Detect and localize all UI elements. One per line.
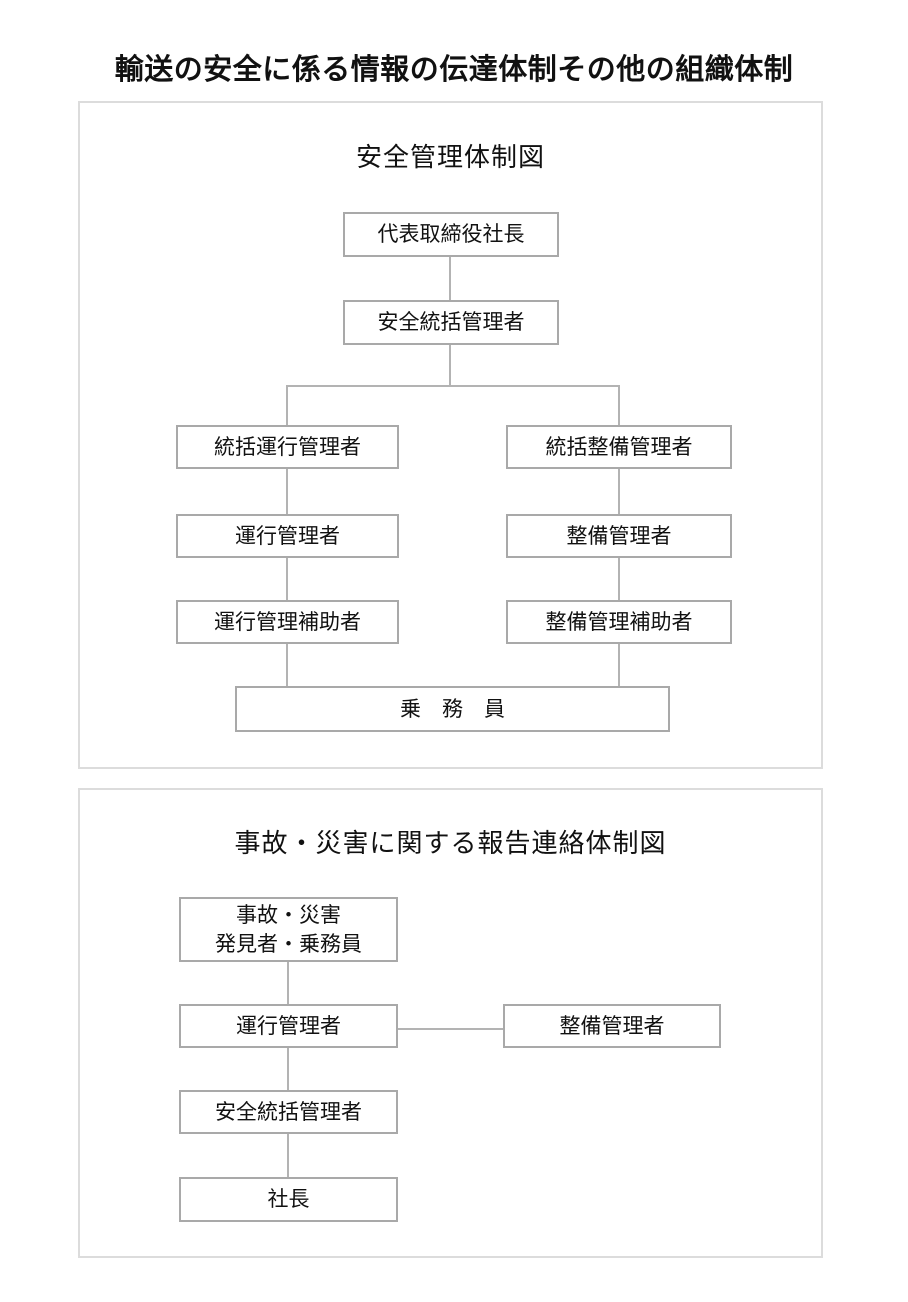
node-chief-operation-manager: 統括運行管理者 bbox=[176, 425, 399, 469]
node-safety-general-manager: 安全統括管理者 bbox=[343, 300, 559, 345]
node-president-label: 社長 bbox=[267, 1188, 310, 1211]
node-maintenance-manager: 整備管理者 bbox=[506, 514, 732, 558]
connector-maintenance-to-assistant bbox=[618, 558, 620, 600]
connector-operation-to-safety bbox=[287, 1048, 289, 1090]
connector-chief-maintenance-to-maintenance bbox=[618, 469, 620, 514]
node-discoverer-label-line2: 発見者・乗務員 bbox=[215, 932, 362, 956]
node-president: 社長 bbox=[179, 1177, 398, 1222]
connector-maintenance-assistant-to-crew bbox=[618, 644, 620, 686]
node-operation-manager-assistant: 運行管理補助者 bbox=[176, 600, 399, 644]
connector-operation-to-maintenance bbox=[398, 1028, 503, 1030]
node-maintenance-manager-assistant-label: 整備管理補助者 bbox=[545, 610, 693, 634]
node-crew-label: 乗 務 員 bbox=[400, 697, 505, 721]
node-maintenance-manager: 整備管理者 bbox=[503, 1004, 721, 1048]
node-chief-maintenance-manager-label: 統括整備管理者 bbox=[545, 435, 693, 459]
node-operation-manager: 運行管理者 bbox=[176, 514, 399, 558]
connector-president-to-safety bbox=[449, 257, 451, 300]
node-operation-manager-label: 運行管理者 bbox=[235, 524, 340, 548]
node-crew: 乗 務 員 bbox=[235, 686, 670, 732]
connector-safety-to-split bbox=[449, 345, 451, 385]
node-operation-manager: 運行管理者 bbox=[179, 1004, 398, 1048]
node-safety-general-manager-label: 安全統括管理者 bbox=[215, 1100, 362, 1124]
node-operation-manager-label: 運行管理者 bbox=[236, 1014, 341, 1038]
node-representative-president: 代表取締役社長 bbox=[343, 212, 559, 257]
report-structure-panel: 事故・災害に関する報告連絡体制図 事故・災害 発見者・乗務員 運行管理者 整備管… bbox=[78, 788, 823, 1258]
report-chart-title: 事故・災害に関する報告連絡体制図 bbox=[234, 828, 667, 858]
connector-split-to-chief-operation bbox=[286, 385, 288, 425]
connector-split-to-chief-maintenance bbox=[618, 385, 620, 425]
node-chief-maintenance-manager: 統括整備管理者 bbox=[506, 425, 732, 469]
page-title: 輸送の安全に係る情報の伝達体制その他の組織体制 bbox=[114, 54, 794, 86]
connector-split-horizontal bbox=[286, 385, 620, 387]
node-safety-general-manager: 安全統括管理者 bbox=[179, 1090, 398, 1134]
node-discoverer: 事故・災害 発見者・乗務員 bbox=[179, 897, 398, 962]
node-operation-manager-assistant-label: 運行管理補助者 bbox=[214, 610, 361, 634]
node-safety-general-manager-label: 安全統括管理者 bbox=[377, 311, 525, 334]
node-maintenance-manager-label: 整備管理者 bbox=[566, 524, 672, 548]
node-maintenance-manager-assistant: 整備管理補助者 bbox=[506, 600, 732, 644]
node-representative-president-label: 代表取締役社長 bbox=[377, 223, 525, 246]
safety-chart-title: 安全管理体制図 bbox=[355, 142, 545, 172]
connector-chief-operation-to-operation bbox=[286, 469, 288, 514]
connector-operation-assistant-to-crew bbox=[286, 644, 288, 686]
safety-structure-panel: 安全管理体制図 代表取締役社長 安全統括管理者 統括運行管理者 統括整備管理者 … bbox=[78, 101, 823, 769]
connector-discoverer-to-operation bbox=[287, 962, 289, 1004]
node-maintenance-manager-label: 整備管理者 bbox=[559, 1014, 665, 1038]
connector-safety-to-president bbox=[287, 1134, 289, 1177]
node-discoverer-label-line1: 事故・災害 bbox=[236, 903, 341, 927]
node-chief-operation-manager-label: 統括運行管理者 bbox=[214, 435, 361, 459]
connector-operation-to-assistant bbox=[286, 558, 288, 600]
